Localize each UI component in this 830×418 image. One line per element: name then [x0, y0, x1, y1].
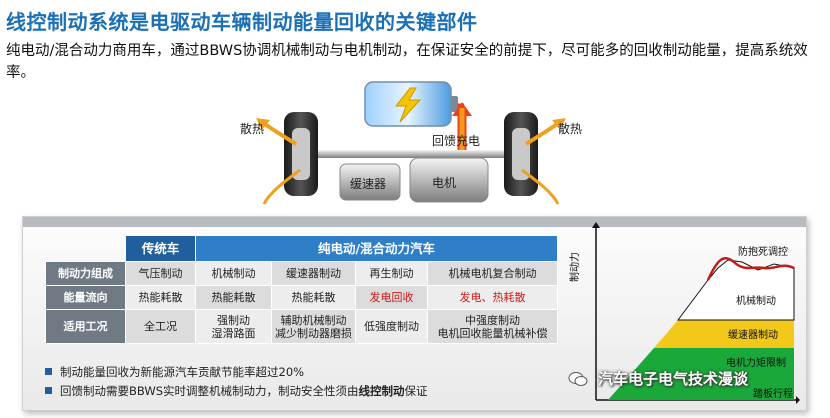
motor-label: 电机: [432, 176, 457, 190]
right-wheel-icon: [504, 112, 538, 196]
page-subtitle: 纯电动/混合动力商用车，通过BBWS协调机械制动与电机制动，在保证安全的前提下，…: [6, 43, 808, 81]
bullet-text-pre: 回馈制动需要BBWS实时调整机械制动力，制动安全性须由: [60, 383, 359, 398]
bullet-square-icon: [45, 387, 52, 394]
table-corner: [46, 236, 126, 262]
table-cell: 再生制动: [355, 261, 428, 286]
watermark: 汽车电子电气技术漫谈: [568, 368, 748, 389]
chart-abs-curve: [706, 257, 795, 281]
table-cell: 强制动湿滑路面: [195, 309, 272, 344]
panel-top-bar: [23, 217, 806, 227]
y-axis-label: 制动力: [568, 252, 581, 282]
layer-label-mechanical: 机械制动: [736, 294, 776, 307]
bullet-text: 制动能量回收为新能源汽车贡献节能率超过20%: [60, 364, 305, 379]
table-cell: 机械制动: [195, 261, 272, 286]
bullet-text-post: 保证: [404, 383, 428, 398]
bullet-square-icon: [45, 368, 52, 375]
braking-comparison-table: 传统车 纯电动/混合动力汽车 制动力组成 气压制动 机械制动 缓速器制动 再生制…: [45, 235, 558, 344]
table-cell: 中强度制动电机回收能量机械补偿: [427, 309, 558, 344]
drivetrain-illustration: 散热 散热 回馈充电 缓速器 电机: [200, 78, 620, 220]
chart-layer-mechanical: [677, 259, 795, 321]
row-head: 能量流向: [45, 285, 126, 310]
table-row: 制动力组成 气压制动 机械制动 缓速器制动 再生制动 机械电机复合制动: [45, 261, 558, 286]
layer-label-motor: 电机力矩限制: [726, 356, 786, 369]
regen-label: 回馈充电: [432, 134, 481, 148]
header-electric: 纯电动/混合动力汽车: [195, 235, 558, 262]
layer-label-retarder: 缓速器制动: [728, 328, 778, 341]
table-row: 能量流向 热能耗散 热能耗散 热能耗散 发电回收 发电、热耗散: [45, 285, 558, 310]
row-head: 适用工况: [45, 309, 126, 344]
bullet-list: 制动能量回收为新能源汽车贡献节能率超过20% 回馈制动需要BBWS实时调整机械制…: [45, 362, 428, 400]
braking-force-chart: 制动力 防抱死调控 机械制动 缓速器制动 电机力矩限制 踏板行程: [568, 222, 800, 407]
left-wheel-icon: [284, 112, 318, 196]
watermark-text: 汽车电子电气技术漫谈: [598, 370, 749, 388]
left-heat-label: 散热: [240, 122, 265, 136]
wechat-icon: [568, 371, 588, 386]
bullet-text-strong: 线控制动: [358, 383, 405, 398]
table-cell: 全工况: [125, 309, 196, 344]
table-cell: 热能耗散: [125, 285, 196, 310]
table-cell: 低强度制动: [355, 309, 428, 344]
chart-svg: 制动力 防抱死调控 机械制动 缓速器制动 电机力矩限制 踏板行程: [568, 222, 800, 404]
row-head: 制动力组成: [45, 261, 126, 286]
table-cell: 发电回收: [355, 285, 428, 310]
right-heat-label: 散热: [558, 122, 583, 136]
chart-layer-retarder: [654, 320, 794, 348]
table-cell: 热能耗散: [271, 285, 356, 310]
bullet-item: 回馈制动需要BBWS实时调整机械制动力，制动安全性须由 线控制动 保证: [45, 381, 428, 400]
battery-icon: [364, 81, 458, 127]
table-cell: 发电、热耗散: [427, 285, 558, 310]
chart-layer-motor: [608, 348, 794, 400]
retarder-label: 缓速器: [350, 177, 387, 191]
header-conventional: 传统车: [125, 235, 196, 262]
table-cell: 气压制动: [125, 261, 196, 286]
bullet-item: 制动能量回收为新能源汽车贡献节能率超过20%: [45, 362, 428, 381]
retarder-icon: [339, 163, 401, 201]
motor-icon: [409, 157, 489, 203]
axle-icon: [318, 150, 504, 158]
table-cell: 机械电机复合制动: [427, 261, 558, 286]
table-cell: 热能耗散: [195, 285, 272, 310]
comparison-panel: 传统车 纯电动/混合动力汽车 制动力组成 气压制动 机械制动 缓速器制动 再生制…: [22, 216, 807, 411]
table-cell: 缓速器制动: [271, 261, 356, 286]
drivetrain-graphic: [256, 81, 566, 205]
layer-label-abs: 防抱死调控: [738, 245, 788, 258]
page-title: 线控制动系统是电驱动车辆制动能量回收的关键部件: [6, 10, 478, 34]
table-row: 适用工况 全工况 强制动湿滑路面 辅助机械制动减少制动器磨损 低强度制动 中强度…: [45, 309, 558, 344]
x-axis-label: 踏板行程: [753, 387, 793, 400]
table-cell: 辅助机械制动减少制动器磨损: [271, 309, 356, 344]
